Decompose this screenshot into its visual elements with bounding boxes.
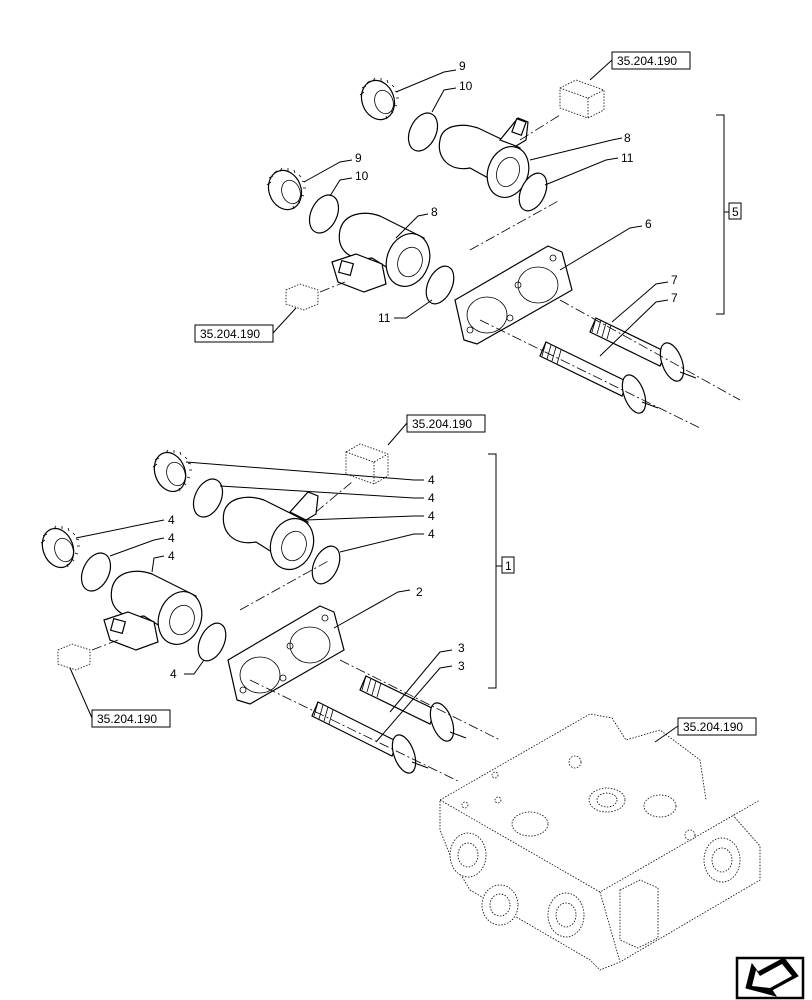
callout-4-h: 4 [170, 667, 177, 681]
ref-label: 35.204.190 [97, 712, 157, 726]
plug-middle [481, 884, 519, 926]
valve-body [439, 713, 761, 971]
assembly-label-5: 5 [732, 205, 739, 219]
callout-9-lower: 9 [355, 151, 362, 165]
o-ring-11-upper [518, 172, 548, 212]
callout-10-upper: 10 [459, 79, 473, 93]
callout-4-b: 4 [428, 491, 435, 505]
assembly-label-1: 1 [505, 559, 512, 573]
callout-4-e: 4 [168, 513, 175, 527]
o-ring-10-upper [407, 112, 439, 152]
callout-8-lower: 8 [431, 205, 438, 219]
callout-3-a: 3 [458, 641, 465, 655]
o-ring-4-upper [192, 478, 224, 518]
callout-9-upper: 9 [459, 59, 466, 73]
gasket-2 [227, 605, 345, 705]
callout-7-b: 7 [671, 291, 678, 305]
plug-far-right [703, 837, 741, 883]
ref-label: 35.204.190 [683, 720, 743, 734]
connector-lower-5 [285, 283, 319, 311]
assembly-ref-5[interactable]: 5 [724, 202, 742, 220]
connector-lower-1 [57, 643, 91, 671]
ref-box-upper-left[interactable]: 35.204.190 [194, 307, 297, 343]
o-ring-10-lower [308, 194, 340, 234]
solenoid-4-upper [222, 491, 319, 571]
assembly-1 [40, 443, 501, 783]
callout-11-upper: 11 [621, 151, 634, 165]
gear-nut-4-upper [152, 449, 192, 493]
callout-4-f: 4 [168, 531, 175, 545]
o-ring-11-lower [425, 265, 455, 305]
o-ring-4-right [311, 545, 341, 585]
cartridge-7-b [539, 341, 659, 414]
ref-box-lower-left[interactable]: 35.204.190 [69, 667, 171, 728]
ref-box-top[interactable]: 35.204.190 [589, 51, 691, 81]
callout-7-a: 7 [671, 273, 678, 287]
cartridge-3-a [359, 675, 467, 742]
ref-label: 35.204.190 [617, 54, 677, 68]
connector-upper-1 [345, 443, 389, 485]
callout-8-upper: 8 [624, 131, 631, 145]
cartridge-3-b [311, 701, 429, 774]
ref-label: 35.204.190 [412, 417, 472, 431]
solenoid-4-lower [103, 570, 203, 651]
solenoid-8-lower [331, 212, 431, 293]
callout-4-g: 4 [168, 549, 175, 563]
ref-box-middle[interactable]: 35.204.190 [387, 414, 486, 446]
callout-3-b: 3 [458, 659, 465, 673]
callout-10-lower: 10 [355, 169, 369, 183]
callout-2: 2 [416, 585, 423, 599]
plug-left [449, 832, 487, 878]
assembly-5 [266, 77, 741, 429]
gear-nut-9-upper [359, 77, 399, 121]
callout-4-a: 4 [428, 473, 435, 487]
callout-4-c: 4 [428, 509, 435, 523]
gear-nut-4-lower [40, 525, 80, 569]
previous-page-arrow-icon[interactable] [735, 956, 805, 1000]
callout-4-d: 4 [428, 527, 435, 541]
callout-6: 6 [645, 217, 652, 231]
gasket-6 [454, 245, 573, 345]
ref-label: 35.204.190 [200, 327, 260, 341]
connector-upper [559, 79, 605, 119]
assembly-ref-1[interactable]: 1 [496, 556, 515, 574]
solenoid-8-upper [438, 117, 530, 198]
gear-nut-9-lower [266, 167, 306, 211]
callout-11-lower: 11 [378, 311, 391, 325]
o-ring-4-lower [80, 552, 112, 592]
plug-right [547, 892, 585, 938]
ref-box-valve[interactable]: 35.204.190 [654, 717, 757, 743]
